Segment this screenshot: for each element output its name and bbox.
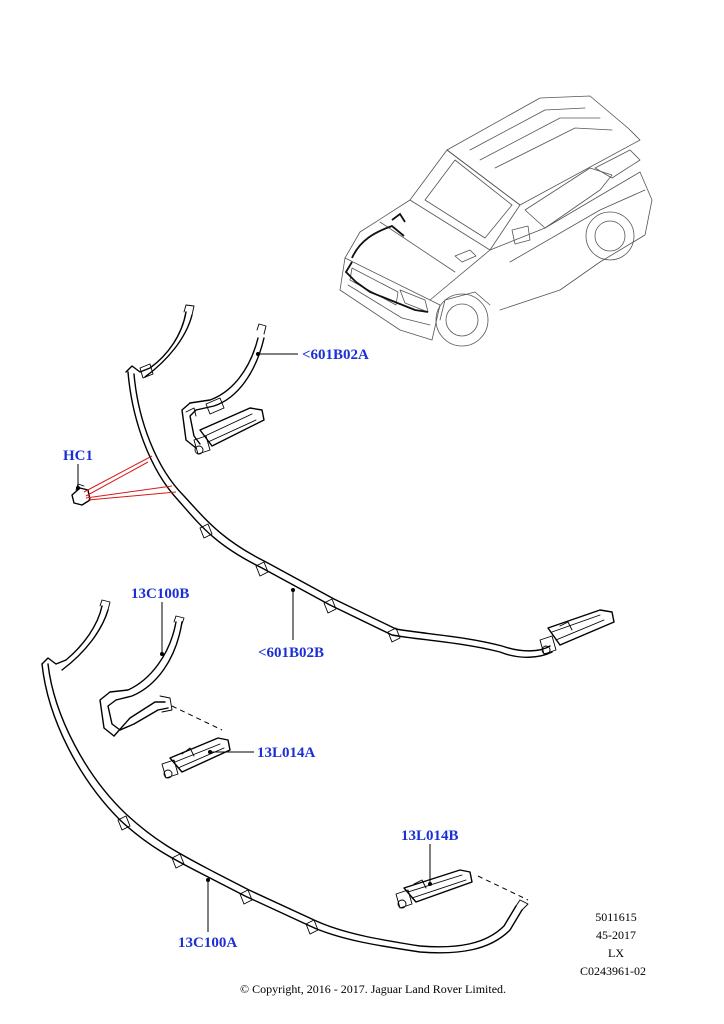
hc1-connector [71, 483, 91, 506]
reference-line-2: 45-2017 [596, 928, 636, 942]
reference-line-4: C0243961-02 [580, 964, 646, 978]
callout-13L014A[interactable]: 13L014A [257, 745, 316, 761]
leader-lines [77, 352, 432, 932]
callout-hc1[interactable]: HC1 [63, 448, 93, 464]
copyright-notice: © Copyright, 2016 - 2017. Jaguar Land Ro… [240, 982, 506, 996]
reference-line-3: LX [608, 946, 624, 960]
callout-13C100A[interactable]: 13C100A [178, 935, 237, 951]
lower-washer-hose-assembly [41, 599, 529, 954]
callout-13L014B[interactable]: 13L014B [401, 828, 459, 844]
reference-line-1: 5011615 [595, 910, 637, 924]
callout-13C100B[interactable]: 13C100B [131, 586, 189, 602]
upper-washer-hose-assembly [125, 304, 615, 658]
callout-601B02A[interactable]: <601B02A [302, 347, 369, 363]
callout-601B02B[interactable]: <601B02B [258, 645, 324, 661]
reference-block: 5011615 45-2017 LX C0243961-02 [580, 910, 646, 978]
hc1-highlight-lines [83, 455, 177, 501]
vehicle-locator-illustration [339, 95, 653, 347]
